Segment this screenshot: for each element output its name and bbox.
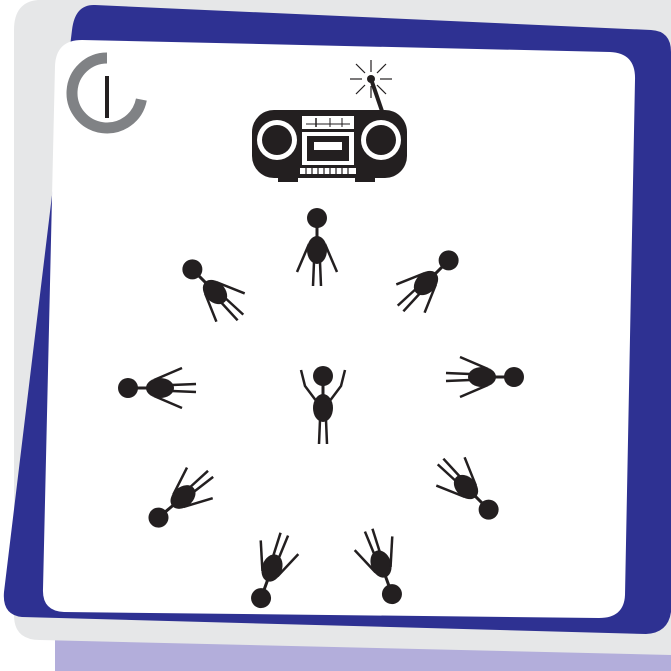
background-cards xyxy=(4,0,671,671)
boombox-tuner xyxy=(302,116,354,129)
